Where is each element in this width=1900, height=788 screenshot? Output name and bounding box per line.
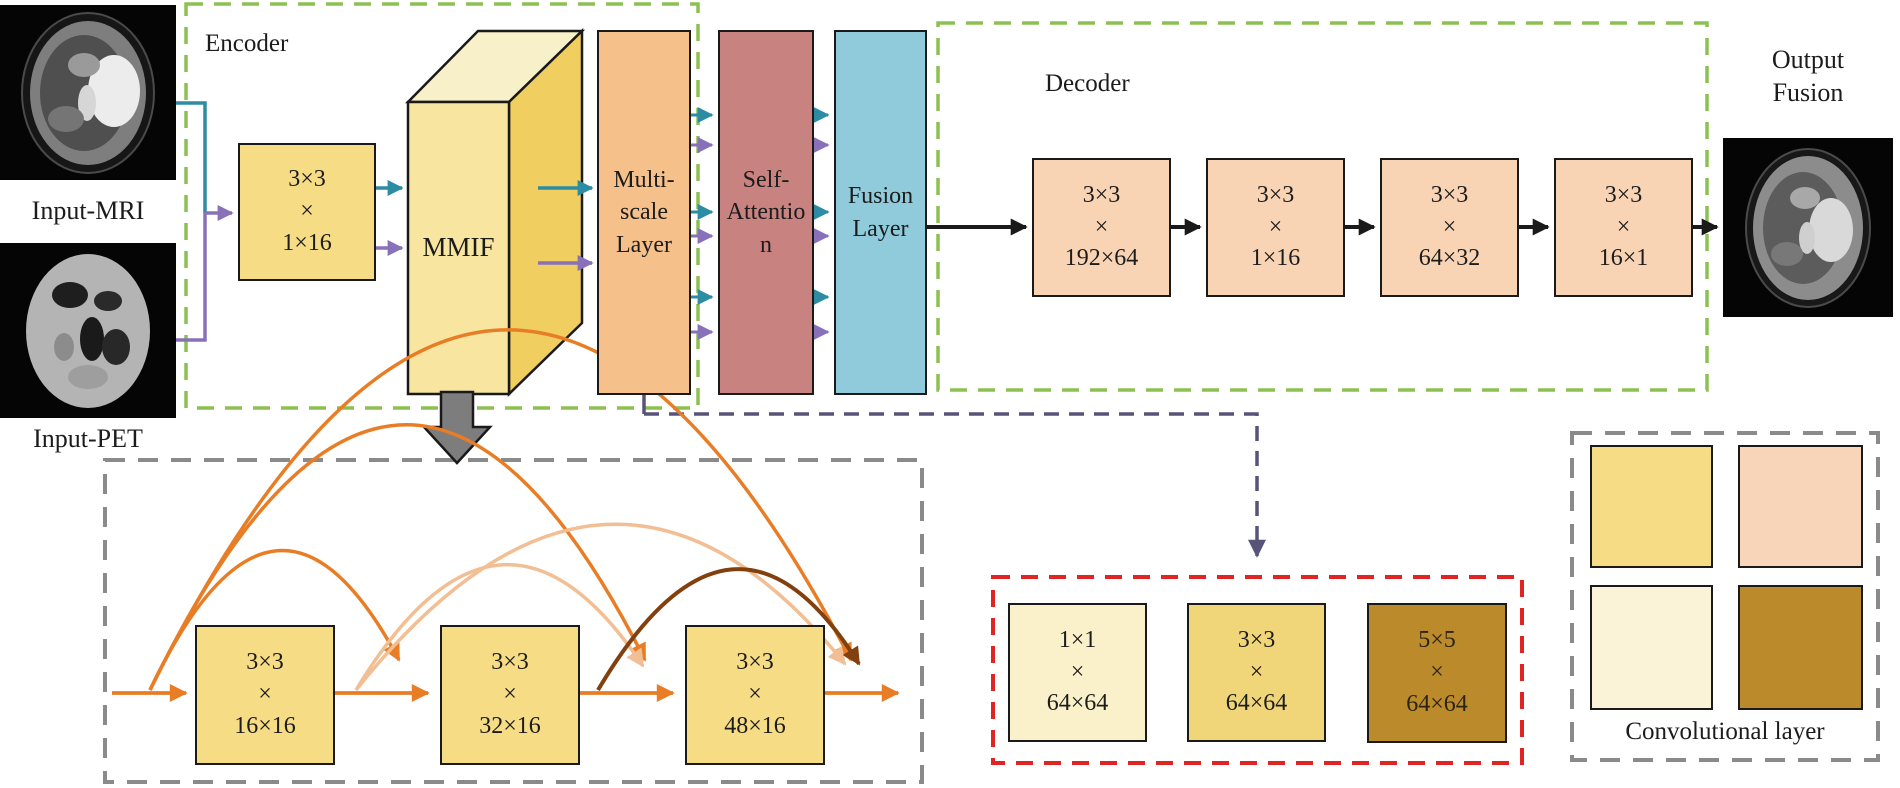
input-mri-label: Input-MRI bbox=[31, 196, 145, 225]
kernel-line: 3×3 bbox=[491, 649, 529, 676]
input-mri-image bbox=[0, 5, 176, 180]
times-line: × bbox=[300, 198, 314, 225]
channels-line: 16×16 bbox=[234, 712, 296, 739]
multiscale-layer-block: Multi- scale Layer bbox=[597, 30, 691, 395]
encoder-conv-block: 3×3 × 1×16 bbox=[238, 143, 376, 281]
output-fusion-label: Output Fusion bbox=[1723, 44, 1893, 109]
kernel-line: 3×3 bbox=[736, 649, 774, 676]
output-line: Output bbox=[1771, 45, 1845, 74]
mri-stream-line bbox=[176, 101, 207, 213]
decoder-block-2: 3×3 × 1×16 bbox=[1206, 158, 1345, 297]
kernel-line: 3×3 bbox=[1430, 181, 1469, 208]
kernel-block-5x5: 5×5 × 64×64 bbox=[1367, 603, 1507, 743]
kernel-line: 3×3 bbox=[1082, 181, 1121, 208]
legend-outline bbox=[1570, 431, 1880, 762]
channels-line: 16×1 bbox=[1598, 245, 1649, 272]
kernel-block-1x1: 1×1 × 64×64 bbox=[1008, 603, 1147, 742]
skip-arc-1-to-out bbox=[354, 522, 847, 692]
times-line: × bbox=[503, 681, 517, 708]
attention-line: Self- bbox=[742, 166, 790, 193]
channels-line: 192×64 bbox=[1064, 245, 1139, 272]
skip-arc-2-to-out bbox=[596, 567, 861, 692]
detail-conv-block-2: 3×3 × 32×16 bbox=[440, 625, 580, 765]
decoder-block-4: 3×3 × 16×1 bbox=[1554, 158, 1693, 297]
legend-swatch-gold bbox=[1738, 585, 1863, 710]
fusion-line: Layer bbox=[852, 215, 909, 242]
ms-to-attention-arrows bbox=[691, 107, 714, 340]
kernel-line: 3×3 bbox=[1256, 181, 1295, 208]
skip-arc-input-to-out bbox=[148, 328, 853, 691]
decoder-block-3: 3×3 × 64×32 bbox=[1380, 158, 1519, 297]
fusion-line: Fusion bbox=[847, 183, 914, 210]
times-line: × bbox=[1442, 213, 1457, 240]
channels-line: 64×64 bbox=[1406, 690, 1468, 717]
channels-line: 64×32 bbox=[1418, 245, 1481, 272]
kernel-line: 3×3 bbox=[1604, 181, 1643, 208]
decoder-outline bbox=[936, 21, 1709, 392]
channels-line: 64×64 bbox=[1046, 690, 1109, 717]
times-line: × bbox=[748, 681, 762, 708]
pet-stream-line bbox=[176, 205, 234, 342]
channels-line: 1×16 bbox=[282, 229, 332, 256]
times-line: × bbox=[1616, 213, 1631, 240]
skip-arc-1-to-3 bbox=[354, 563, 645, 691]
channels-line: 64×64 bbox=[1225, 690, 1288, 717]
channels-line: 48×16 bbox=[724, 712, 786, 739]
attention-to-fusion-arrows bbox=[813, 107, 830, 340]
kernel-line: 1×1 bbox=[1058, 626, 1097, 653]
times-line: × bbox=[1094, 213, 1109, 240]
legend-swatch-peach bbox=[1738, 445, 1863, 568]
decoder-block-1: 3×3 × 192×64 bbox=[1032, 158, 1171, 297]
detail-conv-block-1: 3×3 × 16×16 bbox=[195, 625, 335, 765]
decoder-title: Decoder bbox=[1045, 70, 1130, 97]
legend-title: Convolutional layer bbox=[1625, 718, 1825, 745]
kernel-line: 3×3 bbox=[288, 166, 326, 193]
mmif-label: MMIF bbox=[422, 232, 495, 262]
kernel-detail-outline bbox=[991, 575, 1524, 765]
multiscale-detail-outline bbox=[103, 458, 924, 784]
detail-conv-block-3: 3×3 × 48×16 bbox=[685, 625, 825, 765]
kernel-line: 3×3 bbox=[246, 649, 284, 676]
times-line: × bbox=[1430, 659, 1444, 686]
self-attention-block: Self- Attentio n bbox=[718, 30, 814, 395]
legend-swatch-yellow bbox=[1590, 445, 1713, 568]
multiscale-line: Multi- bbox=[613, 166, 675, 193]
ms-to-kernel-connector bbox=[644, 412, 1266, 558]
channels-line: 1×16 bbox=[1250, 245, 1301, 272]
legend-swatch-cream bbox=[1590, 585, 1713, 710]
kernel-block-3x3: 3×3 × 64×64 bbox=[1187, 603, 1326, 742]
times-line: × bbox=[258, 681, 272, 708]
channels-line: 32×16 bbox=[479, 712, 541, 739]
multiscale-line: Layer bbox=[616, 231, 672, 258]
attention-line: Attentio bbox=[726, 199, 806, 226]
input-pet-label: Input-PET bbox=[33, 424, 143, 453]
output-line: Fusion bbox=[1772, 77, 1844, 107]
fusion-layer-block: Fusion Layer bbox=[834, 30, 927, 395]
input-pet-image bbox=[0, 243, 176, 418]
times-line: × bbox=[1070, 658, 1085, 685]
multiscale-line: scale bbox=[620, 199, 668, 226]
encoder-title: Encoder bbox=[205, 30, 289, 57]
mmif-3d-block bbox=[405, 28, 586, 397]
attention-line: n bbox=[760, 231, 772, 258]
kernel-line: 5×5 bbox=[1418, 627, 1456, 654]
output-fusion-image bbox=[1723, 138, 1893, 317]
times-line: × bbox=[1249, 658, 1264, 685]
times-line: × bbox=[1268, 213, 1283, 240]
kernel-line: 3×3 bbox=[1237, 626, 1276, 653]
